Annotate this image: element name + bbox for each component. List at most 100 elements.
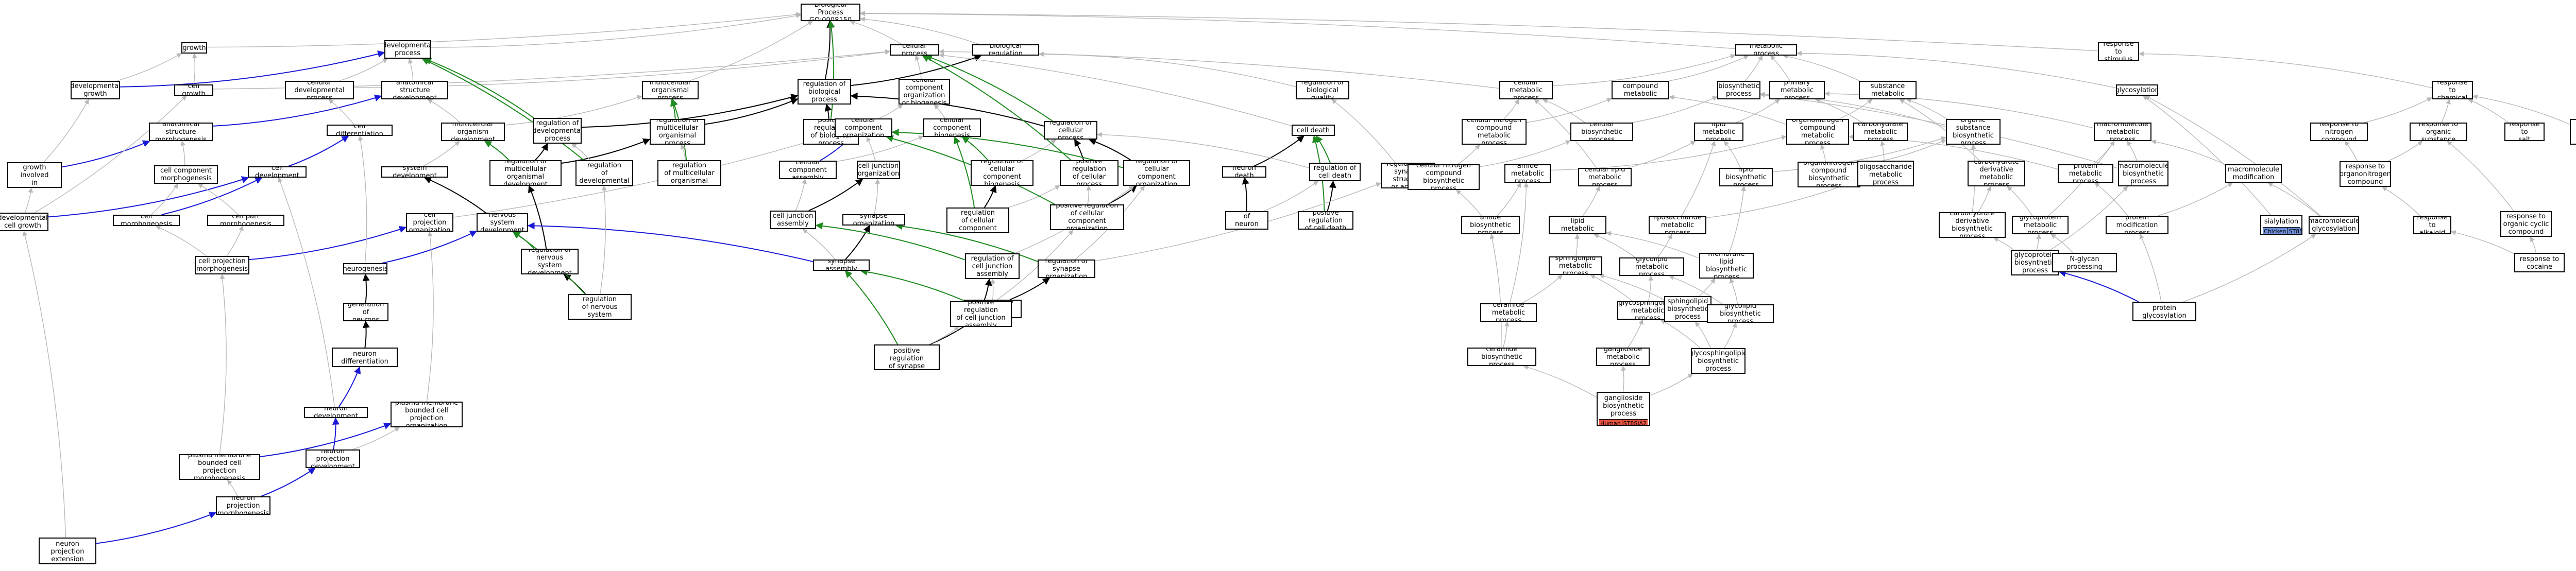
go-term-cellmetab[interactable]: cellular metabolic process [1499, 81, 1553, 99]
go-term-devgrowth[interactable]: developmental growth [71, 81, 120, 99]
go-term-posregmulti[interactable]: positive regulation of multicellular org… [657, 160, 721, 186]
go-term-membranelipid[interactable]: membrane lipid metabolic process [1549, 216, 1606, 234]
go-term-neuronprojdev[interactable]: neuron projection development [306, 449, 360, 468]
go-term-primmetab[interactable]: primary metabolic process [1769, 81, 1825, 99]
go-term-metab[interactable]: metabolic process [1735, 44, 1797, 56]
go-term-liposacch[interactable]: liposaccharide metabolic process [1649, 216, 1706, 234]
go-term-posregcelljunc[interactable]: positive regulation of cell junction ass… [950, 301, 1012, 327]
go-term-posregsynassembly[interactable]: positive regulation of synapse assemblyR… [874, 344, 940, 370]
go-term-ccassembly[interactable]: cellular component assembly [779, 161, 837, 179]
go-term-respchem[interactable]: response to chemical [2432, 81, 2473, 99]
go-term-synorg[interactable]: synapse organization [842, 214, 905, 226]
go-term-anatdev[interactable]: anatomical structure development [381, 81, 448, 99]
go-term-cellprojmorph[interactable]: cell projection morphogenesis [195, 256, 249, 274]
go-term-posregcelldeath[interactable]: positive regulation of cell death [1298, 211, 1353, 230]
go-term-celljuncassembly[interactable]: cell junction assembly [770, 211, 816, 229]
go-term-pmbcpmorph[interactable]: plasma membrane bounded cell projection … [179, 454, 260, 480]
go-term-bioreg[interactable]: biological regulation [972, 44, 1039, 56]
go-term-proteinmetab[interactable]: protein metabolic process [2058, 164, 2113, 183]
go-term-glycoproteinbiosynth[interactable]: glycoprotein biosynthetic process [2011, 250, 2059, 275]
go-term-regbioqual[interactable]: regulation of biological quality [1296, 81, 1349, 99]
go-term-oligosacch[interactable]: oligosaccharide metabolic processHumanST… [1857, 161, 1914, 186]
go-term-regcelljuncassembly[interactable]: regulation of cell junction assembly [965, 253, 1020, 279]
go-term-regmultidev[interactable]: regulation of multicellular organismal d… [489, 160, 562, 186]
go-term-ccob[interactable]: cellular component organization or bioge… [899, 79, 950, 105]
go-term-orgsubmetab[interactable]: organic substance metabolic process [1859, 81, 1917, 99]
go-term-respcortico[interactable]: response to organonitrogen compound [2340, 161, 2391, 187]
go-term-celllipidmetab[interactable]: cellular lipid metabolic process [1578, 168, 1632, 186]
go-term-neuronprojext[interactable]: neuron projection extensionRatSt8sia2 [39, 538, 96, 564]
go-term-regdevproc[interactable]: regulation of developmental process [533, 118, 582, 144]
go-term-sialylation[interactable]: sialylationChickenST8SIA2 [2260, 215, 2302, 235]
go-term-nglycan[interactable]: N-glycan processingHumanST8SIA2 [2052, 253, 2117, 272]
go-term-cellproc[interactable]: cellular process [890, 44, 939, 56]
go-term-sphingolipid[interactable]: sphingolipid metabolic process [1549, 256, 1602, 275]
go-term-neurogenesis[interactable]: neurogenesis [343, 263, 387, 274]
go-term-posregccorg[interactable]: positive regulation of cellular componen… [1050, 204, 1124, 230]
go-term-nitrometab[interactable]: nitrogen compound metabolic process [1612, 81, 1669, 99]
go-term-orgsubbiosynth[interactable]: organic substance biosynthetic process [1946, 119, 2001, 145]
go-term-synassembly[interactable]: synapse assembly [813, 259, 870, 271]
go-term-lipidbiosynth[interactable]: lipid biosynthetic process [1719, 168, 1773, 186]
go-term-regsynorg[interactable]: regulation of synapse organization [1038, 259, 1095, 278]
go-term-glycosylation[interactable]: glycosylation [2116, 84, 2158, 96]
go-term-biosynth[interactable]: biosynthetic process [1717, 81, 1760, 99]
go-term-celldiff[interactable]: cell differentiation [327, 125, 393, 136]
go-term-ccbiogen[interactable]: cellular component biogenesis [923, 118, 981, 137]
go-term-cellbiosynth[interactable]: cellular biosynthetic process [1570, 123, 1633, 141]
go-term-neuronprojmorph[interactable]: neuron projection morphogenesis [216, 496, 270, 515]
go-term-regcellproc[interactable]: regulation of cellular process [1044, 121, 1097, 140]
go-term-cellgrowth[interactable]: cell growth [174, 84, 213, 96]
go-term-cellpartmorph[interactable]: cell part morphogenesis [207, 215, 284, 226]
go-term-celldev[interactable]: cell development [248, 166, 307, 178]
go-term-amidemetab[interactable]: amide metabolic process [1504, 164, 1551, 183]
go-term-glycosphingobiosynth[interactable]: glycosphingolipid biosynthetic process [1691, 348, 1745, 374]
go-term-celldeath[interactable]: cell death [1292, 125, 1335, 136]
go-term-regcelldeath[interactable]: regulation of cell death [1309, 163, 1361, 181]
go-term-regmulti[interactable]: regulation of multicellular organismal p… [650, 119, 705, 145]
go-term-cellprojorg[interactable]: cell projection organization [406, 213, 453, 232]
go-term-multidev[interactable]: multicellular organism development [441, 123, 505, 141]
go-term-respcocaine[interactable]: response to cocaineRatSt8sia2 [2514, 253, 2565, 272]
go-term-ceramidemetab[interactable]: ceramide metabolic process [1480, 303, 1537, 322]
go-term-regneurondeath[interactable]: regulation of neuron death [1225, 211, 1268, 230]
go-term-carbderivbiosynth[interactable]: carbohydrate derivative biosynthetic pro… [1939, 212, 2006, 238]
go-term-organonitrometab[interactable]: organonitrogen compound metabolic proces… [1786, 119, 1849, 145]
go-term-amidebiosynth[interactable]: amide biosynthetic process [1461, 216, 1520, 234]
go-term-cellnitrobiosynth[interactable]: cellular nitrogen compound biosynthetic … [1408, 164, 1480, 190]
go-term-neurondev[interactable]: neuron development [304, 407, 368, 418]
go-term-resporgsub[interactable]: response to organic substance [2410, 123, 2467, 141]
go-term-posregcellproc[interactable]: positive regulation of cellular process [1060, 160, 1118, 186]
go-term-neurondeath[interactable]: neuron death [1222, 166, 1266, 178]
go-term-celljuncorg[interactable]: cell junction organization [857, 161, 900, 179]
go-term-devgrowthmorph[interactable]: developmental growth involved in morphog… [7, 162, 62, 188]
go-term-posregnervdev[interactable]: positive regulation of nervous system de… [568, 294, 632, 320]
go-term-regccorg[interactable]: regulation of cellular component organiz… [1123, 160, 1190, 186]
go-term-regbio[interactable]: regulation of biological process [798, 79, 851, 105]
go-term-respstim[interactable]: response to stimulus [2098, 42, 2139, 61]
go-term-devcellgrowth[interactable]: developmental cell growth [0, 213, 48, 231]
go-term-regccbiogen[interactable]: regulation of cellular component biogene… [971, 160, 1033, 186]
go-term-devproc[interactable]: developmental process [384, 40, 431, 59]
go-term-posregdev[interactable]: positive regulation of developmental pro… [575, 160, 633, 186]
go-term-neurondiff[interactable]: neuron differentiationRatSt8sia2 [332, 348, 398, 367]
go-term-multiproc[interactable]: multicellular organismal process [642, 81, 699, 99]
go-term-lipidmetab[interactable]: lipid metabolic process [1694, 123, 1743, 141]
go-term-macromolmetab[interactable]: macromolecule metabolic process [2094, 123, 2151, 141]
go-term-respalkaloid[interactable]: response to alkaloid [2413, 216, 2451, 234]
go-term-sphingobiosynth[interactable]: sphingolipid biosynthetic process [1664, 296, 1711, 322]
go-term-nervdev[interactable]: nervous system development [477, 213, 528, 232]
go-term-proteinmod[interactable]: protein modification process [2106, 216, 2168, 234]
go-term-macromolbiosynth[interactable]: macromolecule biosynthetic process [2118, 161, 2168, 186]
go-term-bp[interactable]: Biological Process GO:0008150 [801, 4, 860, 21]
go-term-respoxy[interactable]: response to oxygen-containing compound [2570, 119, 2576, 145]
go-term-ceramidebiosynth[interactable]: ceramide biosynthetic process [1467, 348, 1536, 366]
go-term-growth[interactable]: growth [181, 42, 207, 54]
go-term-anatmorph[interactable]: anatomical structure morphogenesis [149, 123, 213, 141]
go-term-macromolglyco[interactable]: macromolecule glycosylation [2309, 216, 2359, 234]
go-term-plasmamembraneorg[interactable]: plasma membrane bounded cell projection … [391, 402, 463, 427]
go-term-membranelipidbiosynth[interactable]: membrane lipid biosynthetic process [1699, 253, 1754, 279]
go-term-resporgcyclic[interactable]: response to organic cyclic compound [2500, 211, 2552, 237]
go-term-ganglioside[interactable]: ganglioside metabolic process [1596, 348, 1650, 366]
